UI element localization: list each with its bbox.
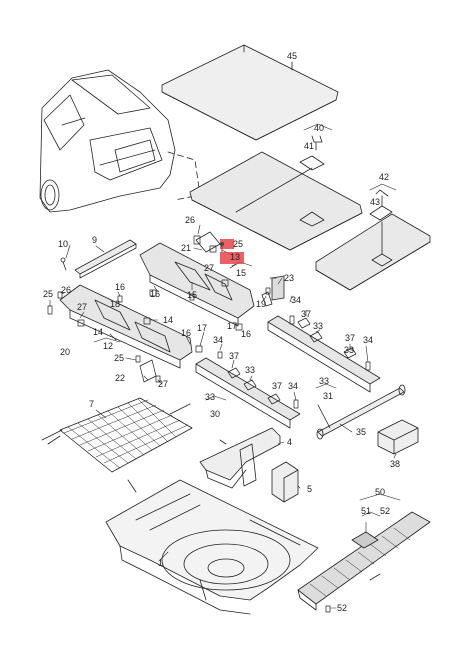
part-label-27: 27 [158,379,169,389]
part-label-16: 16 [241,329,252,339]
part-label-4: 4 [287,437,293,447]
part-4-side-trim [199,427,281,489]
part-label-23: 23 [284,273,295,283]
part-label-45: 45 [287,51,298,61]
part-label-26: 26 [185,215,196,225]
part-label-50: 50 [375,487,386,497]
part-label-26: 26 [61,285,72,295]
part-42-side-panel [315,205,431,291]
part-5-small-panel [271,461,299,503]
part-label-33: 33 [313,321,324,331]
part-label-9: 9 [92,235,98,245]
part-label-16: 16 [181,328,192,338]
part-label-33: 33 [205,392,216,402]
part-label-41: 41 [304,141,315,151]
part-40-floor-cover [189,151,363,251]
part-label-33: 33 [344,345,355,355]
part-label-37: 37 [345,333,356,343]
part-label-25-highlighted: 25 [233,239,244,249]
vehicle-rear-view [39,69,176,213]
part-label-34: 34 [213,335,224,345]
part-label-25: 25 [114,353,125,363]
part-label-15: 15 [187,290,198,300]
part-label-18: 18 [110,299,121,309]
part-15-trim-panel [139,231,255,327]
part-label-25: 25 [43,289,54,299]
part-label-27: 27 [204,263,215,273]
part-35-divider-rod [316,384,406,440]
part-label-37: 37 [301,309,312,319]
part-label-38: 38 [390,459,401,469]
part-label-43: 43 [370,197,381,207]
part-label-33: 33 [245,365,256,375]
part-38-box [377,419,419,455]
part-label-1: 1 [158,558,164,568]
part-label-33: 33 [319,376,330,386]
part-50-sill-cover [297,511,431,611]
part-label-17: 17 [227,321,238,331]
part-label-10: 10 [58,239,69,249]
part-label-16: 16 [150,289,161,299]
part-label-5: 5 [307,484,313,494]
part-label-52: 52 [337,603,348,613]
part-label-14: 14 [93,327,104,337]
highlight-part-13 [220,252,244,264]
highlight-part-25 [220,239,234,249]
part-label-40: 40 [314,123,325,133]
part-label-12: 12 [103,341,114,351]
part-label-21: 21 [181,243,192,253]
part-1-floor-pan [105,479,319,615]
part-label-34: 34 [288,381,299,391]
part-label-19: 19 [256,299,267,309]
part-label-22: 22 [115,373,126,383]
part-label-14: 14 [163,315,174,325]
part-label-34: 34 [363,335,374,345]
part-label-35: 35 [356,427,367,437]
part-label-30: 30 [210,409,221,419]
part-label-37: 37 [229,351,240,361]
part-label-42: 42 [379,172,390,182]
part-31-rail [267,315,381,393]
part-label-13-highlighted: 13 [230,252,241,262]
part-label-7: 7 [89,399,95,409]
part-12-trim-panel [59,284,193,369]
part-7-cargo-net [41,397,227,493]
part-30-rail [195,357,301,429]
part-label-31: 31 [323,391,334,401]
part-label-16: 16 [115,282,126,292]
part-label-27: 27 [77,302,88,312]
part-label-20: 20 [60,347,71,357]
part-label-51: 51 [361,506,372,516]
part-label-37: 37 [272,381,283,391]
part-9-rail [74,239,137,279]
part-label-15: 15 [236,268,247,278]
part-label-34: 34 [291,295,302,305]
part-label-52: 52 [380,506,391,516]
part-45-cover-panel [161,44,339,141]
part-label-17: 17 [197,323,208,333]
